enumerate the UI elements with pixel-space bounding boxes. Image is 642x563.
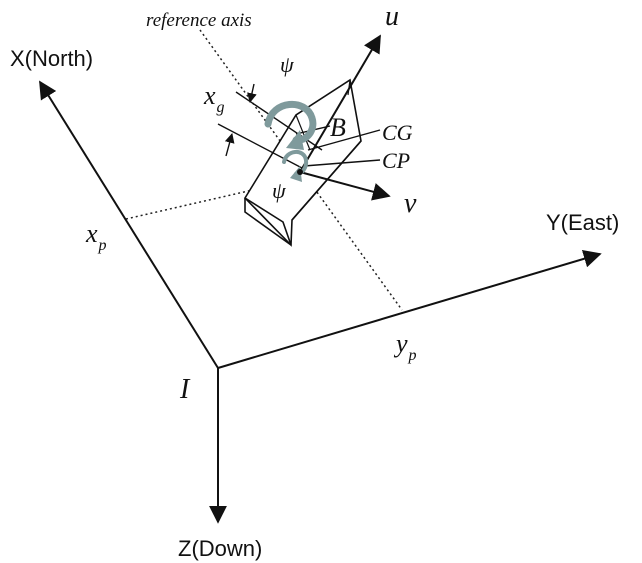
reference-axis-label: reference axis	[146, 10, 252, 31]
xg-arrow-lower	[224, 133, 235, 157]
xp-label: xp	[85, 219, 107, 254]
xg-line-lower	[217, 123, 303, 169]
v-axis	[299, 171, 391, 201]
u-label: u	[385, 1, 399, 32]
origin-i-label: I	[179, 374, 191, 405]
psi-top-label: ψ	[280, 52, 294, 77]
cg-leader	[307, 129, 381, 151]
y-east-label: Y(East)	[546, 210, 619, 235]
ship-hull	[243, 78, 362, 247]
b-label: B	[330, 113, 346, 142]
x-north-label: X(North)	[10, 46, 93, 71]
x-projection-line	[125, 177, 306, 220]
u-axis	[299, 34, 381, 173]
z-down-label: Z(Down)	[178, 536, 262, 561]
yaw-rotation-arrow-small	[282, 150, 309, 182]
xg-label: xg	[203, 81, 225, 116]
yaw-rotation-arrow-large	[264, 100, 317, 150]
v-label: v	[404, 188, 417, 219]
xg-arrow-upper	[247, 83, 257, 103]
y-east-axis	[217, 250, 602, 369]
yp-label: yp	[393, 329, 417, 364]
cp-leader	[303, 159, 381, 167]
psi-bottom-label: ψ	[272, 178, 286, 203]
x-north-axis	[39, 80, 219, 369]
cp-label: CP	[382, 148, 410, 173]
cg-label: CG	[382, 120, 413, 145]
